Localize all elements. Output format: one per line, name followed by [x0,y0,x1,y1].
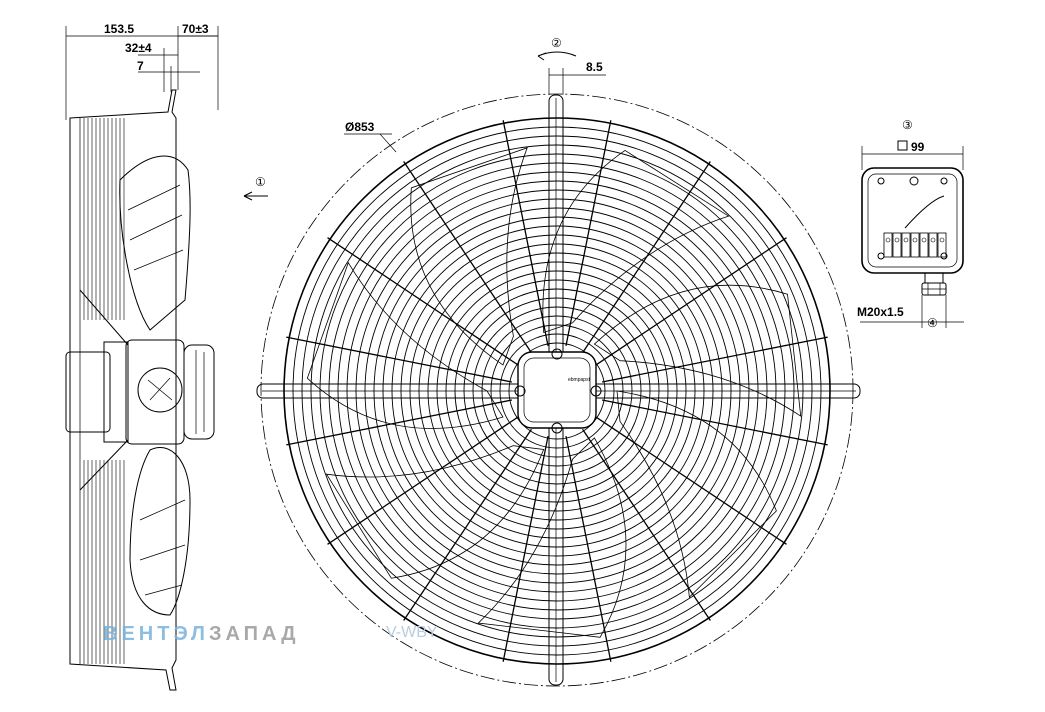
front-view: Ø853 ebmpapst [256,93,861,687]
guard-spoke [502,435,549,662]
impeller-blade [325,445,545,579]
guard-spoke [502,120,549,347]
guard-spoke [286,399,513,446]
dim-diameter: Ø853 [345,120,375,134]
rotation-arrow [537,51,577,61]
callout-terminal-box: ③ [902,118,913,132]
terminal-screw [939,237,945,243]
impeller-blade [477,437,627,638]
guard-spoke [601,399,828,446]
dim-hub-offset: 8.5 [586,60,603,74]
terminal-screw [930,237,936,243]
guard-spoke [565,120,612,347]
terminal-screw [921,237,927,243]
terminal-screw [894,237,900,243]
terminal-screw [885,237,891,243]
guard-strut [79,289,129,491]
terminal-screw [912,237,918,243]
impeller-blade [616,390,777,599]
callout-airflow: ① [255,175,266,189]
hub-brand-label: ebmpapst [568,377,591,383]
guard-spoke [286,336,513,383]
terminal-box: ③ 99 M20x1.5 ④ [857,118,964,330]
terminal [892,232,902,258]
guard-spoke [403,428,532,621]
dim-side-depth: 70±3 [182,22,209,36]
terminal [883,232,893,258]
airflow-arrow [243,191,268,201]
dim-side-overall: 153.5 [104,22,134,36]
terminal-screw [903,237,909,243]
guard-spoke [582,428,711,621]
callout-gland: ④ [927,316,938,330]
terminal [937,232,947,258]
side-view: 153.5 70±3 32±4 7 [65,22,219,691]
terminal [928,232,938,258]
terminal [910,232,920,258]
guard-spoke [601,336,828,383]
dim-cable-gland: M20x1.5 [857,305,904,319]
watermark-logo: ВЕНТЭЛЗАПАД [103,623,299,646]
guard-spoke [327,416,520,545]
dim-side-small: 7 [137,59,144,73]
watermark-part-b: ЗАПАД [208,623,300,645]
guard-spoke [582,161,711,354]
side-guard-fins [79,118,129,664]
dim-box-width: 99 [911,140,925,154]
model-code: V-WBY [386,624,438,641]
guard-spokes [286,120,828,662]
guard-spoke [403,161,532,354]
terminal [919,232,929,258]
callout-rotation: ② [551,36,562,50]
impeller-blade [410,147,528,366]
terminal [901,232,911,258]
guard-spoke [594,416,787,545]
guard-spoke [327,237,520,366]
guard-spoke [594,237,787,366]
terminal-strip [883,232,947,258]
impeller-blade [542,149,730,334]
impeller-blade [306,261,504,429]
dim-side-offset: 32±4 [125,41,152,55]
guard-spoke [565,435,612,662]
watermark-part-a: ВЕНТЭЛ [103,623,209,645]
